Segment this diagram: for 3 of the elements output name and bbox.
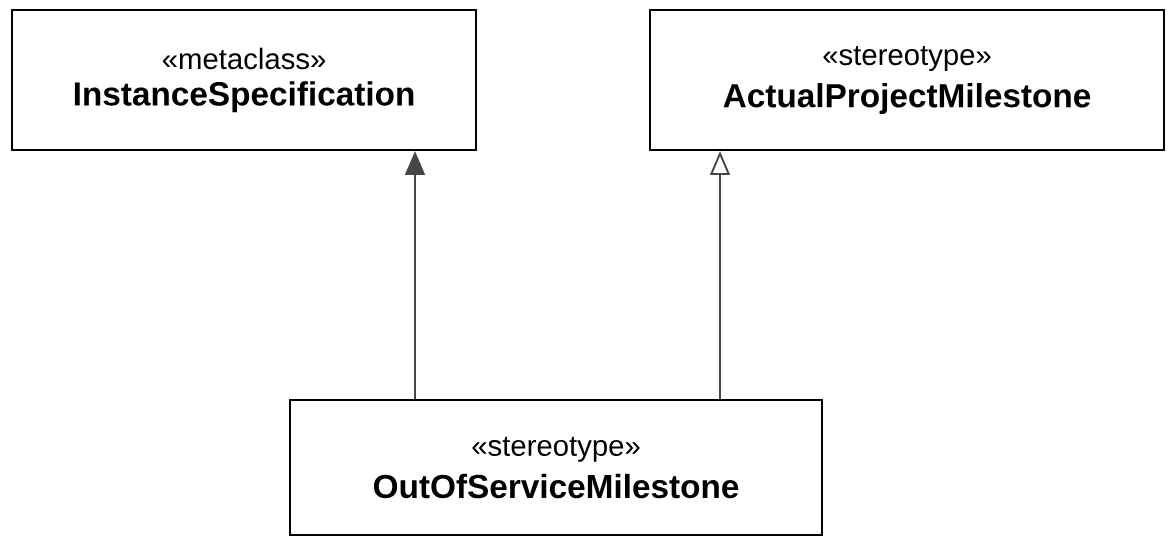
class-box: «stereotype» OutOfServiceMilestone [289,399,823,536]
class-box: «stereotype» ActualProjectMilestone [649,9,1165,151]
class-box: «metaclass» InstanceSpecification [11,9,477,151]
